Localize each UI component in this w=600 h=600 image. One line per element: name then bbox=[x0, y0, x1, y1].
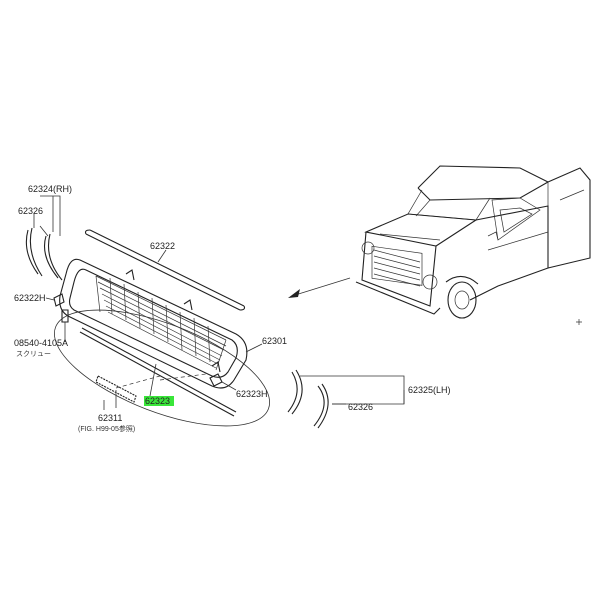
part-08540-screw bbox=[61, 309, 69, 342]
label-62323: 62323 bbox=[145, 396, 170, 406]
part-62324-moulding bbox=[25, 196, 63, 281]
label-62325: 62325(LH) bbox=[408, 385, 451, 395]
highlight-62323 bbox=[144, 396, 174, 406]
label-62322h: 62322H bbox=[14, 293, 46, 303]
part-62301-grille bbox=[59, 258, 263, 389]
label-08540: 08540-4105A bbox=[14, 338, 68, 348]
marker-cross bbox=[576, 319, 582, 325]
car-illustration bbox=[355, 165, 591, 319]
label-62311-ref: (FIG. H99-05参照) bbox=[78, 424, 135, 433]
label-62301: 62301 bbox=[262, 336, 287, 346]
label-62311: 62311 bbox=[98, 413, 122, 423]
label-62326-left: 62326 bbox=[18, 206, 43, 216]
part-62322-moulding bbox=[84, 229, 246, 311]
sub-assembly-callout bbox=[54, 309, 270, 427]
label-leaders bbox=[33, 195, 105, 410]
label-62322: 62322 bbox=[150, 241, 175, 251]
label-08540-sub: スクリュー bbox=[16, 350, 51, 358]
label-62324: 62324(RH) bbox=[28, 184, 72, 194]
part-62322h-clip bbox=[45, 293, 65, 307]
label-62326-right: 62326 bbox=[348, 402, 373, 412]
direction-arrow bbox=[288, 277, 351, 298]
label-62323h: 62323H bbox=[236, 389, 268, 399]
part-62325-moulding bbox=[287, 369, 405, 429]
